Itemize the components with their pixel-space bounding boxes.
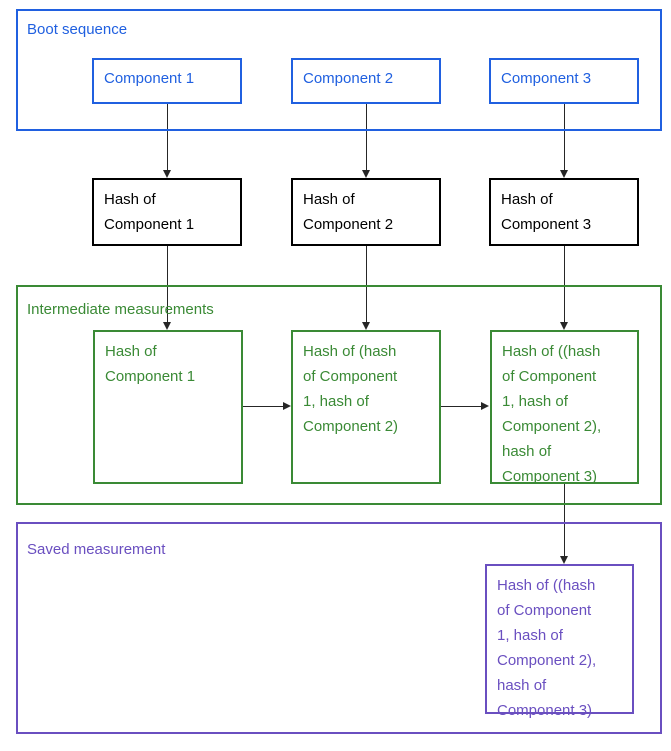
arrowhead-component3-to-hash3 xyxy=(560,170,568,178)
arrowhead-im3-to-saved xyxy=(560,556,568,564)
group-label-boot-sequence: Boot sequence xyxy=(27,21,128,38)
node-hash-of-component-1[interactable]: Hash of Component 1 xyxy=(92,178,242,246)
arrowhead-hash1-to-im1 xyxy=(163,322,171,330)
arrowhead-component2-to-hash2 xyxy=(362,170,370,178)
node-intermediate-measurement-2[interactable]: Hash of (hash of Component 1, hash of Co… xyxy=(291,330,441,484)
node-intermediate-measurement-3-label: Hash of ((hash of Component 1, hash of C… xyxy=(502,343,602,485)
node-intermediate-measurement-2-label: Hash of (hash of Component 1, hash of Co… xyxy=(303,343,399,435)
arrowhead-component1-to-hash1 xyxy=(163,170,171,178)
group-saved-measurement xyxy=(16,522,662,734)
node-component-1-label: Component 1 xyxy=(104,70,195,87)
connector-component1-to-hash1 xyxy=(167,104,168,170)
arrowhead-hash2-to-im2 xyxy=(362,322,370,330)
node-intermediate-measurement-1-label: Hash of Component 1 xyxy=(105,343,196,385)
node-intermediate-measurement-1[interactable]: Hash of Component 1 xyxy=(93,330,243,484)
node-component-3-label: Component 3 xyxy=(501,70,592,87)
connector-im2-to-im3 xyxy=(441,406,483,407)
connector-hash1-to-im1 xyxy=(167,246,168,322)
node-hash-of-component-3[interactable]: Hash of Component 3 xyxy=(489,178,639,246)
connector-im1-to-im2 xyxy=(243,406,285,407)
node-component-1[interactable]: Component 1 xyxy=(92,58,242,104)
connector-component3-to-hash3 xyxy=(564,104,565,170)
arrowhead-im1-to-im2 xyxy=(283,402,291,410)
node-saved-measurement-label: Hash of ((hash of Component 1, hash of C… xyxy=(497,577,597,719)
node-component-2[interactable]: Component 2 xyxy=(291,58,441,104)
node-hash-of-component-2[interactable]: Hash of Component 2 xyxy=(291,178,441,246)
group-label-saved-measurement: Saved measurement xyxy=(27,541,166,558)
node-hash-of-component-1-label: Hash of Component 1 xyxy=(104,191,195,233)
arrowhead-im2-to-im3 xyxy=(481,402,489,410)
connector-hash2-to-im2 xyxy=(366,246,367,322)
group-label-intermediate-measurements: Intermediate measurements xyxy=(27,301,214,318)
node-intermediate-measurement-3[interactable]: Hash of ((hash of Component 1, hash of C… xyxy=(490,330,639,485)
node-saved-measurement[interactable]: Hash of ((hash of Component 1, hash of C… xyxy=(485,564,634,719)
connector-im3-to-saved xyxy=(564,484,565,556)
group-boot-sequence xyxy=(16,9,662,131)
arrowhead-hash3-to-im3 xyxy=(560,322,568,330)
connector-component2-to-hash2 xyxy=(366,104,367,170)
group-intermediate-measurements xyxy=(16,285,662,505)
node-component-3[interactable]: Component 3 xyxy=(489,58,639,104)
node-hash-of-component-2-label: Hash of Component 2 xyxy=(303,191,394,233)
connector-hash3-to-im3 xyxy=(564,246,565,322)
node-component-2-label: Component 2 xyxy=(303,70,394,87)
node-hash-of-component-3-label: Hash of Component 3 xyxy=(501,191,592,233)
